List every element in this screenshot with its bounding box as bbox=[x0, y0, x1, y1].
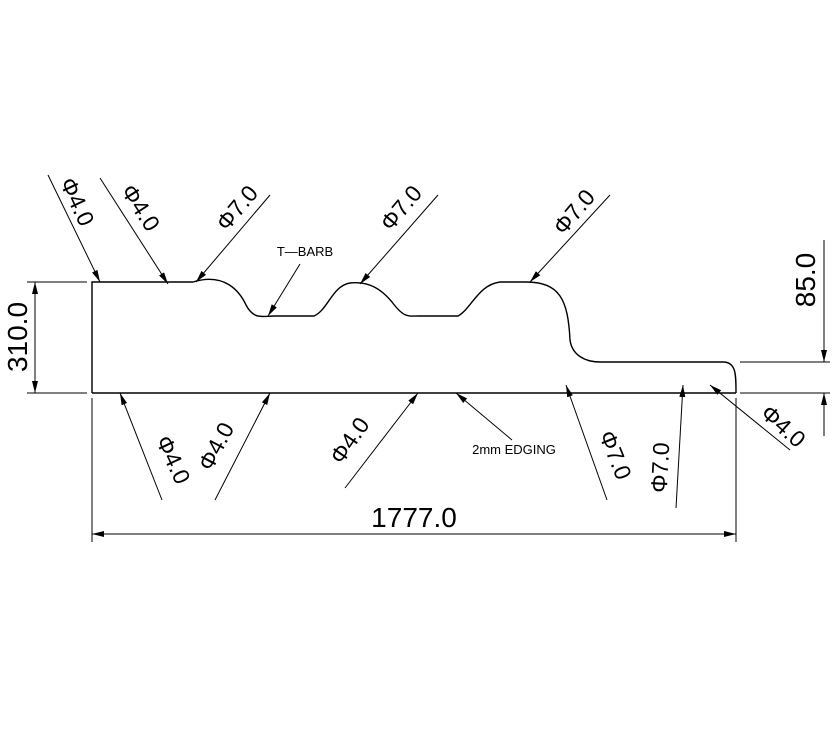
leader-top-3 bbox=[195, 194, 271, 283]
leader-bottom-5-label: Φ7.0 bbox=[646, 442, 675, 494]
leader-top-2 bbox=[99, 177, 169, 285]
leader-top-4-label: Φ7.0 bbox=[375, 180, 427, 235]
leader-bottom-4-label: Φ7.0 bbox=[594, 427, 637, 483]
leader-top-3-label: Φ7.0 bbox=[211, 180, 263, 235]
leader-top-1 bbox=[47, 174, 101, 283]
leader-bottom-5 bbox=[675, 384, 686, 509]
leader-top-4 bbox=[359, 194, 439, 285]
leader-top-5 bbox=[529, 194, 611, 283]
leader-top-1-label: Φ4.0 bbox=[55, 173, 100, 230]
leader-bottom-6 bbox=[709, 384, 791, 451]
leader-bottom-1-label: Φ4.0 bbox=[151, 431, 196, 488]
note-tbarb: T—BARB bbox=[277, 244, 333, 259]
dimension-length-label: 1777.0 bbox=[371, 502, 457, 533]
dimension-step-label: 85.0 bbox=[790, 253, 821, 308]
leader-top-2-label: Φ4.0 bbox=[116, 179, 165, 235]
leader-tbarb bbox=[267, 263, 301, 317]
leader-bottom-2 bbox=[214, 392, 271, 501]
profile-outline bbox=[91, 278, 737, 394]
dimension-height-label: 310.0 bbox=[2, 302, 33, 372]
leader-bottom-1 bbox=[119, 392, 163, 501]
leader-bottom-3 bbox=[344, 392, 419, 489]
note-edging: 2mm EDGING bbox=[472, 442, 556, 457]
leader-top-5-label: Φ7.0 bbox=[548, 184, 600, 239]
leader-bottom-4 bbox=[565, 384, 608, 501]
leader-edging bbox=[455, 392, 513, 441]
